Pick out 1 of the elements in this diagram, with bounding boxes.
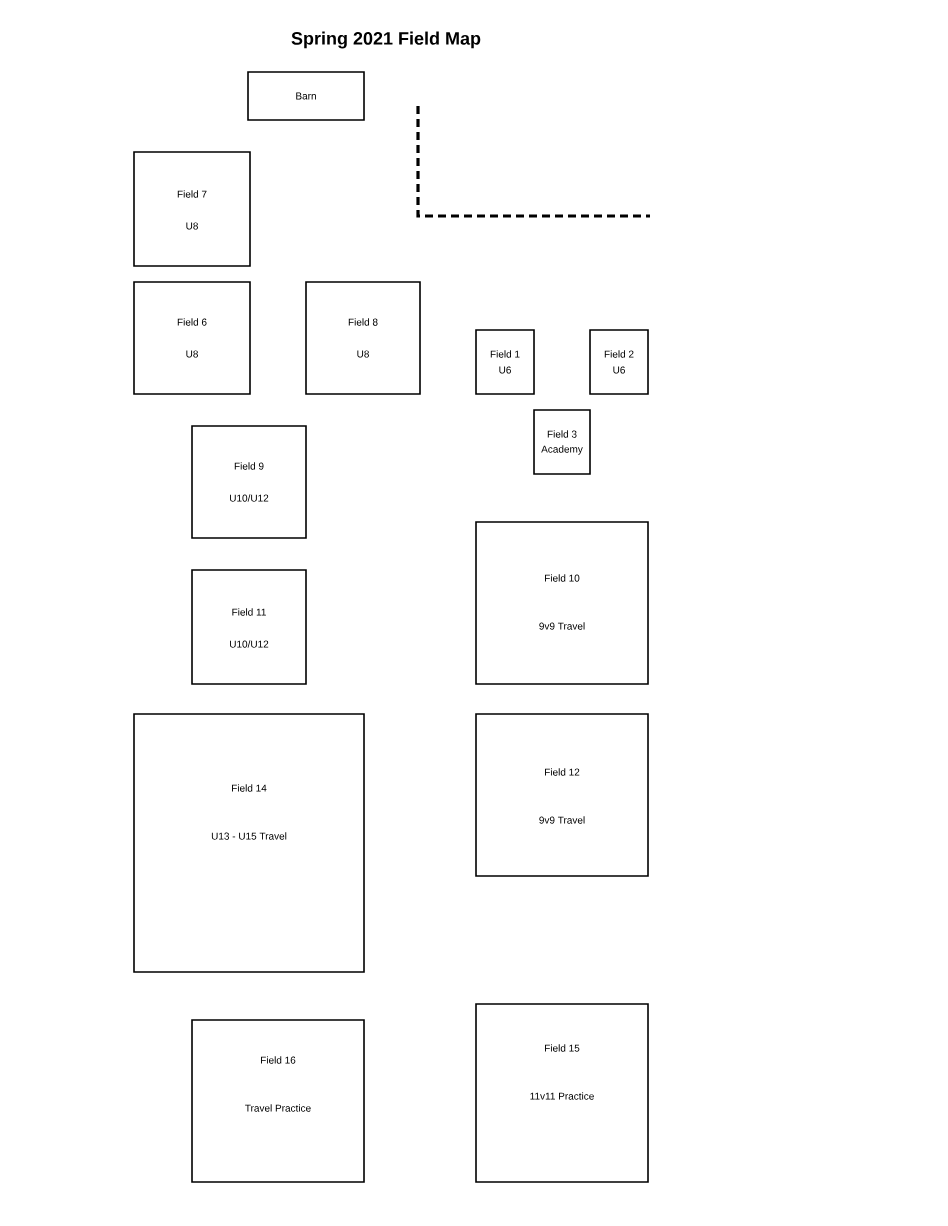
title: Spring 2021 Field Map xyxy=(291,31,481,49)
